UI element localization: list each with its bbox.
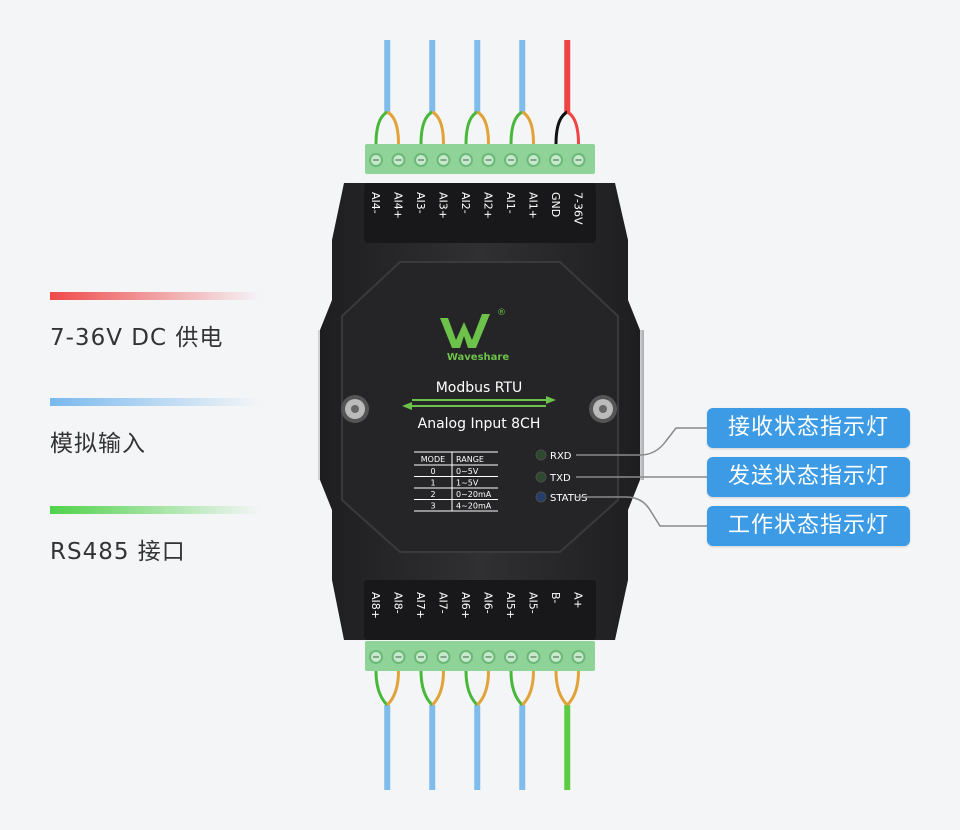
bottom-terminal-screw: [414, 650, 428, 664]
top-terminal-screw: [549, 153, 563, 167]
wire: [509, 670, 535, 790]
legend-power-label: 7-36V DC 供电: [50, 325, 224, 351]
wire: [509, 40, 535, 145]
wire: [419, 40, 445, 145]
pin-label: AI8+: [369, 592, 382, 619]
bottom-terminal-screw: [526, 650, 541, 664]
wire: [464, 670, 490, 790]
legend-power-bar: [50, 292, 260, 300]
pin-label: B-: [549, 592, 562, 604]
legend-analog: 模拟输入: [50, 398, 260, 458]
top-pin-labels: AI4- AI4+ AI3- AI3+ AI2- AI2+ AI1- AI1+ GND 7-36V: [369, 192, 585, 225]
bottom-terminal-screw: [571, 650, 586, 664]
led-label: RXD: [550, 451, 572, 462]
top-terminal-screw: [459, 153, 473, 167]
double-arrow-icon: [402, 396, 556, 410]
top-terminal-screw: [436, 153, 451, 167]
bottom-terminal-screw: [369, 650, 383, 664]
table-cell: 0~20mA: [456, 490, 492, 499]
pin-label: AI6+: [459, 592, 472, 619]
top-terminal-screw: [481, 153, 496, 167]
pin-label: AI1+: [527, 192, 540, 219]
pin-label: AI5+: [504, 592, 517, 619]
top-terminal-screw: [369, 153, 383, 167]
legend-power: 7-36V DC 供电: [50, 292, 260, 352]
table-cell: 0: [430, 467, 435, 476]
wire: [464, 40, 490, 145]
brand-name: Waveshare: [447, 352, 509, 363]
bottom-terminal-screw: [391, 650, 406, 664]
pin-label: AI4-: [369, 192, 382, 214]
legend-rs485-bar: [50, 506, 260, 514]
callout-status-led: 工作状态指示灯: [707, 506, 910, 546]
pin-label: GND: [549, 192, 562, 217]
pin-label: AI7+: [414, 592, 427, 619]
top-label-plate: [364, 183, 596, 243]
bottom-terminal-screw: [459, 650, 473, 664]
top-terminal-screw: [391, 153, 406, 167]
callout-txd-led: 发送状态指示灯: [707, 457, 910, 497]
led-status: STATUS: [535, 491, 588, 504]
top-terminal-block: [365, 144, 595, 174]
bottom-terminal-block: [365, 641, 595, 671]
led-txd: TXD: [535, 471, 571, 484]
model-line-2: Analog Input 8CH: [418, 416, 541, 432]
model-line-1: Modbus RTU: [436, 380, 523, 396]
pin-label: AI7-: [437, 592, 450, 614]
callout-rxd-led: 接收状态指示灯: [707, 408, 910, 448]
pin-label: AI6-: [482, 592, 495, 614]
bottom-terminal-screw: [436, 650, 451, 664]
table-header: MODE: [421, 455, 445, 464]
top-terminal-screw: [526, 153, 541, 167]
bottom-terminal-screw: [504, 650, 518, 664]
pin-label: AI5-: [527, 592, 540, 614]
bottom-wires: [374, 670, 580, 790]
pin-label: AI3+: [437, 192, 450, 219]
waveshare-logo: ®: [440, 308, 506, 348]
wire: [374, 40, 400, 145]
pin-label: AI1-: [504, 192, 517, 214]
left-screw: [341, 395, 369, 423]
pin-label: A+: [572, 592, 585, 609]
bottom-terminal-screw: [549, 650, 563, 664]
bottom-label-plate: [364, 580, 596, 640]
wire: [419, 670, 445, 790]
top-terminal-screw: [571, 153, 586, 167]
wire: [554, 40, 580, 145]
led-label: TXD: [549, 473, 571, 484]
table-cell: 4~20mA: [456, 502, 492, 511]
legend-rs485-label: RS485 接口: [50, 539, 186, 565]
legend-analog-bar: [50, 398, 260, 406]
table-cell: 0~5V: [456, 467, 479, 476]
bottom-pin-labels: AI8+ AI8- AI7+ AI7- AI6+ AI6- AI5+ AI5- B- A+: [369, 592, 585, 619]
status-leds: RXD TXD STATUS: [535, 449, 588, 504]
pin-label: AI2-: [459, 192, 472, 214]
table-cell: 3: [430, 502, 435, 511]
table-cell: 1~5V: [456, 479, 479, 488]
wire: [554, 670, 580, 790]
bottom-terminal-screw: [481, 650, 496, 664]
top-wires: [374, 40, 580, 145]
mode-table: MODE RANGE 0 0~5V 1 1~5V 2 0~20mA 3 4~20mA: [414, 451, 498, 512]
wire: [374, 670, 400, 790]
table-cell: 1: [430, 479, 435, 488]
pin-label: AI4+: [392, 192, 405, 219]
legend-analog-label: 模拟输入: [50, 431, 146, 457]
table-header: RANGE: [456, 455, 484, 464]
led-rxd: RXD: [535, 449, 572, 462]
top-terminal-screw: [414, 153, 428, 167]
legend-rs485: RS485 接口: [50, 506, 260, 566]
pin-label: AI2+: [482, 192, 495, 219]
led-label: STATUS: [550, 493, 588, 504]
pin-label: AI8-: [392, 592, 405, 614]
top-terminal-screw: [504, 153, 518, 167]
svg-text:®: ®: [497, 308, 506, 318]
table-cell: 2: [430, 490, 435, 499]
pin-label: AI3-: [414, 192, 427, 214]
right-screw: [589, 395, 617, 423]
callout-leaders: [576, 427, 707, 527]
pin-label: 7-36V: [572, 192, 585, 225]
